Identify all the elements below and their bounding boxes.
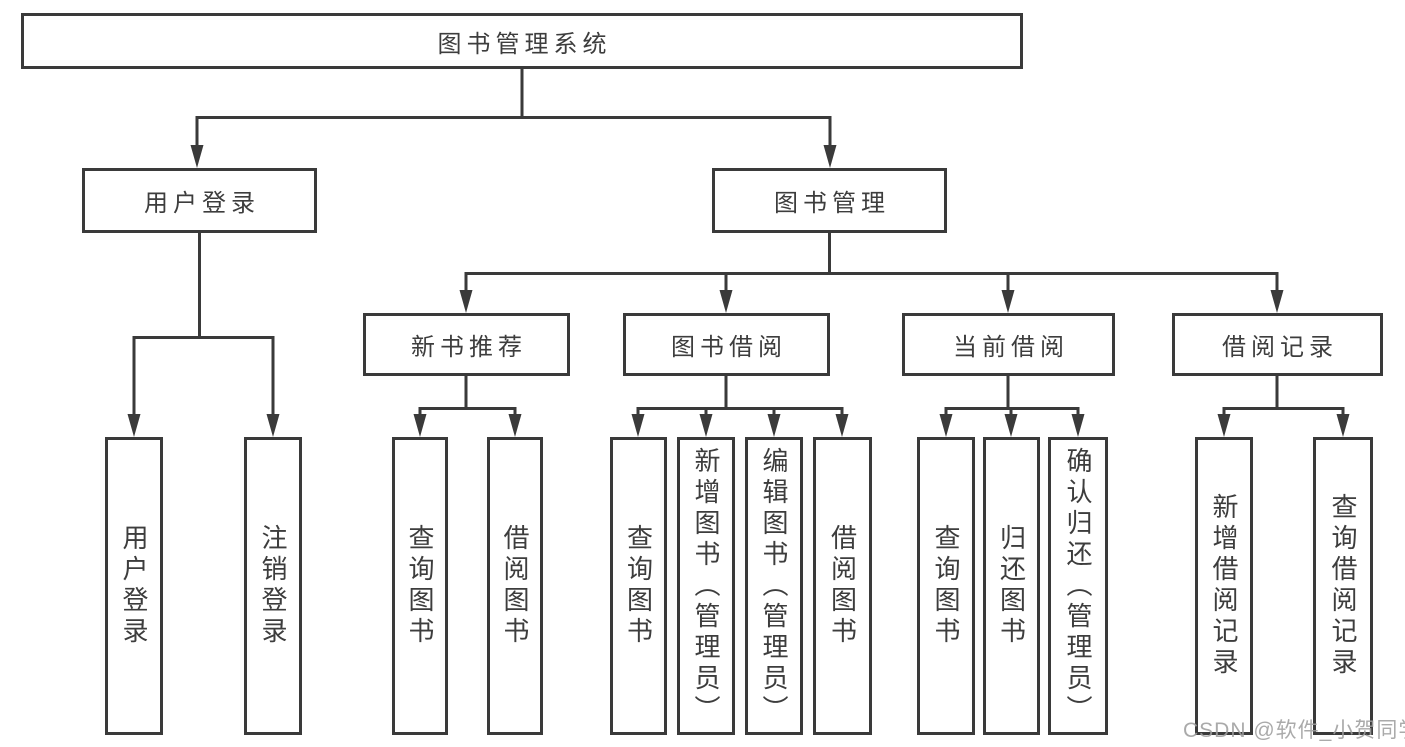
csdn-watermark: CSDN @软件_小贺同学 (1183, 719, 1405, 742)
node-book-management: 图书管理 (712, 168, 947, 233)
leaf-logout: 注销登录 (244, 437, 302, 735)
node-current-borrow: 当前借阅 (902, 313, 1115, 376)
node-new-book-recommend: 新书推荐 (363, 313, 570, 376)
leaf-user-login: 用户登录 (105, 437, 163, 735)
leaf-recommend-borrow-books-label: 借阅图书 (500, 524, 530, 648)
leaf-borrow-query-books: 查询图书 (610, 437, 667, 735)
leaf-return-book-label: 归还图书 (996, 524, 1027, 648)
leaf-edit-book-admin-label: 编辑图书（管理员） (759, 446, 789, 726)
leaf-borrow-query-books-label: 查询图书 (623, 524, 654, 648)
leaf-recommend-borrow-books: 借阅图书 (487, 437, 543, 735)
leaf-confirm-return-admin: 确认归还（管理员） (1048, 437, 1108, 735)
node-root: 图书管理系统 (21, 13, 1023, 69)
leaf-add-borrow-record: 新增借阅记录 (1195, 437, 1253, 735)
leaf-current-query-books: 查询图书 (917, 437, 975, 735)
node-book-borrow: 图书借阅 (623, 313, 830, 376)
node-user-login: 用户登录 (82, 168, 317, 233)
leaf-recommend-query-books: 查询图书 (392, 437, 448, 735)
leaf-current-query-books-label: 查询图书 (931, 524, 961, 648)
leaf-return-book: 归还图书 (983, 437, 1040, 735)
leaf-user-login-label: 用户登录 (119, 524, 149, 648)
leaf-query-borrow-record: 查询借阅记录 (1313, 437, 1373, 735)
leaf-logout-label: 注销登录 (258, 524, 288, 648)
leaf-recommend-query-books-label: 查询图书 (405, 524, 435, 648)
leaf-add-book-admin: 新增图书（管理员） (677, 437, 735, 735)
leaf-borrow-books-label: 借阅图书 (827, 524, 858, 648)
leaf-add-book-admin-label: 新增图书（管理员） (691, 446, 721, 726)
leaf-add-borrow-record-label: 新增借阅记录 (1209, 493, 1239, 679)
leaf-borrow-books: 借阅图书 (813, 437, 872, 735)
leaf-query-borrow-record-label: 查询借阅记录 (1328, 493, 1358, 679)
node-borrow-records: 借阅记录 (1172, 313, 1383, 376)
leaf-confirm-return-admin-label: 确认归还（管理员） (1063, 446, 1093, 726)
leaf-edit-book-admin: 编辑图书（管理员） (745, 437, 803, 735)
